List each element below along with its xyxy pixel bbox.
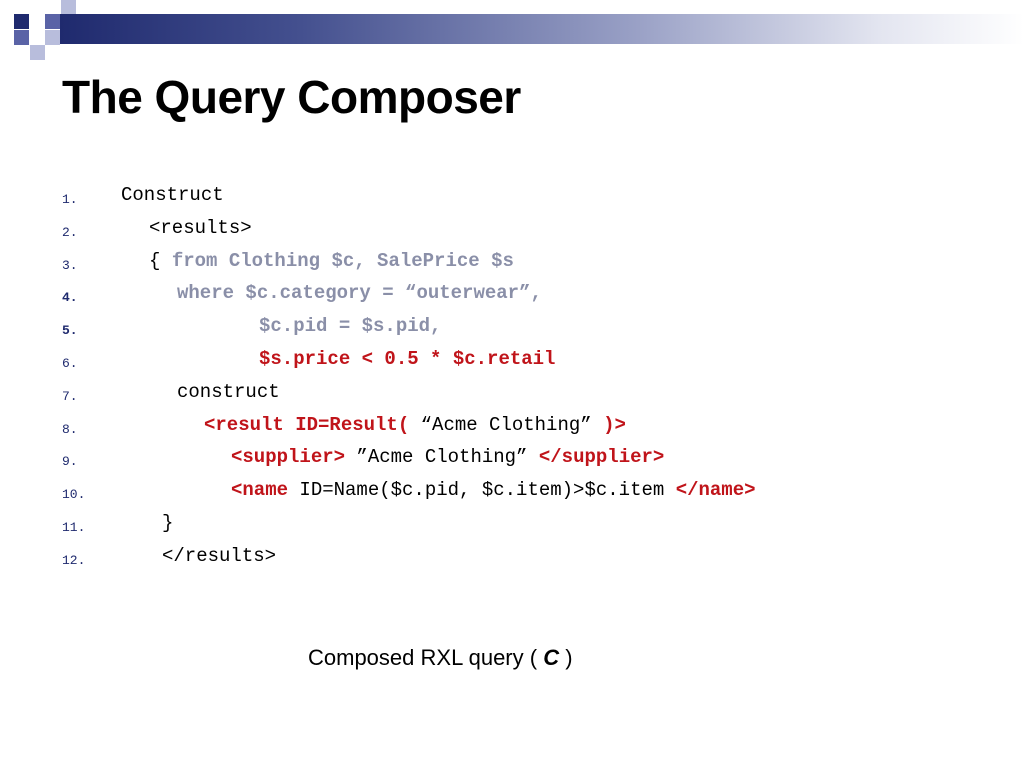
code-segment: “Acme Clothing” <box>409 413 604 436</box>
code-line: 12. </results> <box>0 541 1024 574</box>
header-decoration-squares <box>0 0 80 70</box>
line-number: 6. <box>62 356 78 371</box>
code-text: </results> <box>162 545 276 567</box>
line-number: 8. <box>62 421 78 437</box>
code-line: 8. <result ID=Result( “Acme Clothing” )> <box>0 410 1024 443</box>
header-gradient-bar <box>60 14 1024 44</box>
code-text: where $c.category = “outerwear”, <box>177 282 542 304</box>
code-line: 3. { from Clothing $c, SalePrice $s <box>0 246 1024 279</box>
deco-square <box>45 30 60 45</box>
code-segment: <results> <box>149 216 252 239</box>
line-number: 2. <box>62 224 78 240</box>
caption-text-end: ) <box>559 645 573 670</box>
line-number: 11. <box>62 520 86 535</box>
code-text: { from Clothing $c, SalePrice $s <box>149 250 514 272</box>
deco-square <box>30 45 45 60</box>
line-number: 12. <box>62 552 86 568</box>
line-number: 7. <box>62 388 78 404</box>
line-number: 5. <box>62 323 78 339</box>
code-line: 10. <name ID=Name($c.pid, $c.item)>$c.ite… <box>0 475 1024 508</box>
code-segment: where $c.category = “outerwear”, <box>177 282 542 305</box>
code-line: 4. where $c.category = “outerwear”, <box>0 278 1024 311</box>
code-line: 9. <supplier> ”Acme Clothing” </supplier> <box>0 442 1024 475</box>
code-text: <supplier> ”Acme Clothing” </supplier> <box>231 446 664 468</box>
code-text: Construct <box>121 184 224 206</box>
code-line: 5. $c.pid = $s.pid, <box>0 311 1024 344</box>
code-line: 11.} <box>0 508 1024 541</box>
code-segment: } <box>162 512 174 534</box>
code-text: construct <box>177 381 280 403</box>
slide-caption: Composed RXL query ( C ) <box>308 645 573 671</box>
code-segment: )> <box>603 413 626 436</box>
code-segment: </results> <box>162 544 277 567</box>
deco-square <box>14 14 29 29</box>
code-text: } <box>162 512 173 534</box>
deco-square <box>45 14 60 29</box>
code-text: <name ID=Name($c.pid, $c.item)>$c.item <… <box>231 479 756 501</box>
code-text: $c.pid = $s.pid, <box>259 315 441 337</box>
code-segment: <supplier> <box>231 446 346 469</box>
deco-square <box>61 0 76 15</box>
code-segment: </name> <box>675 479 756 502</box>
code-segment: Construct <box>121 184 224 206</box>
line-number: 3. <box>62 257 78 273</box>
code-segment: ID=Name($c.pid, $c.item)>$c.item <box>288 479 676 502</box>
code-segment: </supplier> <box>538 446 665 469</box>
caption-text: Composed RXL query ( <box>308 645 544 670</box>
code-line: 6. $s.price < 0.5 * $c.retail <box>0 344 1024 377</box>
code-text: <results> <box>149 217 252 239</box>
code-segment: ”Acme Clothing” <box>345 446 539 469</box>
code-segment: <result ID=Result( <box>204 413 410 436</box>
line-number: 1. <box>62 192 78 207</box>
code-text: <result ID=Result( “Acme Clothing” )> <box>204 414 626 436</box>
code-segment: $c.pid = $s.pid, <box>259 315 442 338</box>
code-segment: { <box>149 249 172 272</box>
line-number: 9. <box>62 454 78 470</box>
line-number: 10. <box>62 487 86 503</box>
code-segment: $s.price < 0.5 * $c.retail <box>259 348 556 370</box>
code-segment: construct <box>177 380 280 403</box>
caption-variable: C <box>543 645 560 670</box>
slide-title: The Query Composer <box>62 71 521 123</box>
code-segment: from Clothing $c, SalePrice $s <box>171 249 514 272</box>
code-segment: <name <box>231 479 289 502</box>
code-line: 1. Construct <box>0 180 1024 213</box>
line-number: 4. <box>62 290 78 306</box>
code-line: 2. <results> <box>0 213 1024 246</box>
code-text: $s.price < 0.5 * $c.retail <box>259 348 555 370</box>
deco-square <box>14 30 29 45</box>
code-line: 7. construct <box>0 377 1024 410</box>
